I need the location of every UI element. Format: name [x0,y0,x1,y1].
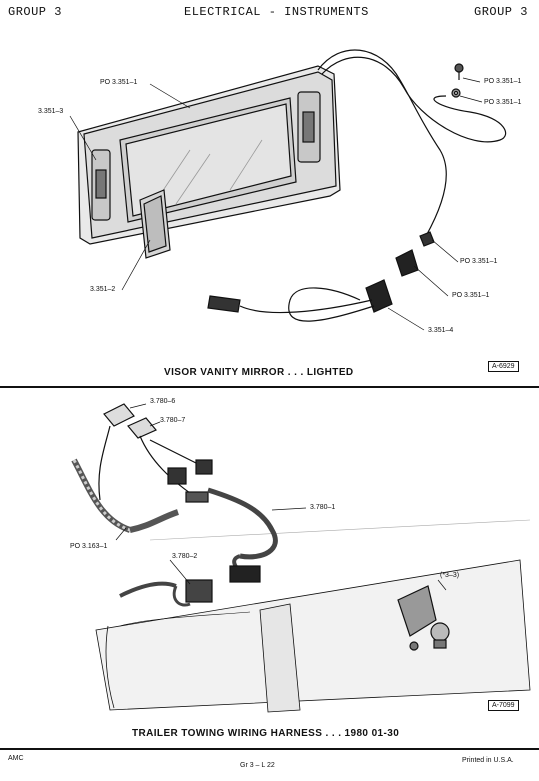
callout-adapter: 3.780–2 [172,553,198,560]
callout-hitch: (*3–3) [440,572,460,579]
callout-loom: PO 3.163–1 [70,543,108,550]
trailer-harness-illustration [71,403,531,713]
header-group-right: GROUP 3 [474,5,528,19]
callout-lamp-b: 3.780–7 [160,417,186,424]
callout-screw: PO 3.351–1 [484,78,522,85]
header-group-left: GROUP 3 [8,5,62,19]
footer-divider [0,748,539,750]
callout-connector-b: PO 3.351–1 [452,292,490,299]
callout-mirror-assembly: PO 3.351–1 [100,79,138,86]
footer-printed: Printed in U.S.A. [462,757,514,764]
callout-main-harness: 3.780–1 [310,504,336,511]
visor-mirror-illustration [69,49,507,331]
callout-lens: 3.351–2 [90,286,116,293]
callout-washer: PO 3.351–1 [484,99,522,106]
figure1-caption: VISOR VANITY MIRROR . . . LIGHTED [164,367,354,378]
figure2-caption: TRAILER TOWING WIRING HARNESS . . . 1980… [132,728,400,739]
figure-divider [0,386,539,388]
figure1-ref-code: A-6929 [488,361,519,372]
callout-harness: 3.351–4 [428,327,454,334]
figure2-ref-code: A-7099 [488,700,519,711]
footer-page-code: Gr 3 – L 22 [240,762,275,769]
callout-connector-a: PO 3.351–1 [460,258,498,265]
footer-publisher: AMC [8,755,24,762]
callout-lamp-a: 3.780–6 [150,398,176,405]
header-section-title: ELECTRICAL - INSTRUMENTS [184,5,369,19]
callout-bulb: 3.351–3 [38,108,64,115]
